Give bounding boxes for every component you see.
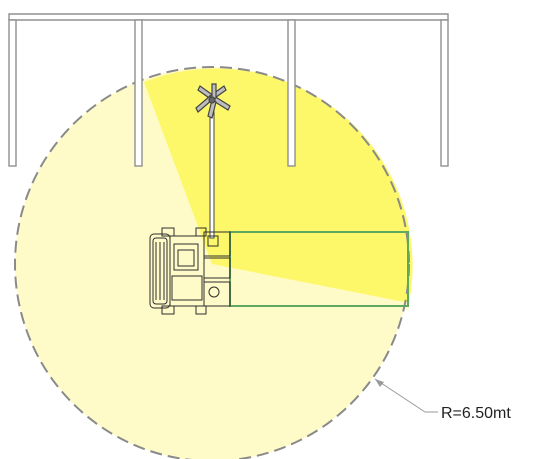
- floodlight-cluster-icon: [195, 83, 231, 119]
- radius-label: R=6.50mt: [441, 405, 511, 422]
- frame-post-2: [134, 19, 143, 167]
- light-beam-shadow-wedge: [212, 264, 409, 310]
- frame-top-beam: [8, 13, 449, 21]
- radius-leader: [374, 378, 438, 413]
- light-tower-mast: [209, 111, 215, 239]
- vehicle-top-view: [149, 227, 231, 315]
- frame-post-4: [440, 19, 449, 167]
- frame-post-1: [8, 19, 17, 167]
- light-tower: [195, 83, 231, 239]
- overhead-frame: [8, 13, 449, 167]
- frame-post-3: [287, 19, 296, 167]
